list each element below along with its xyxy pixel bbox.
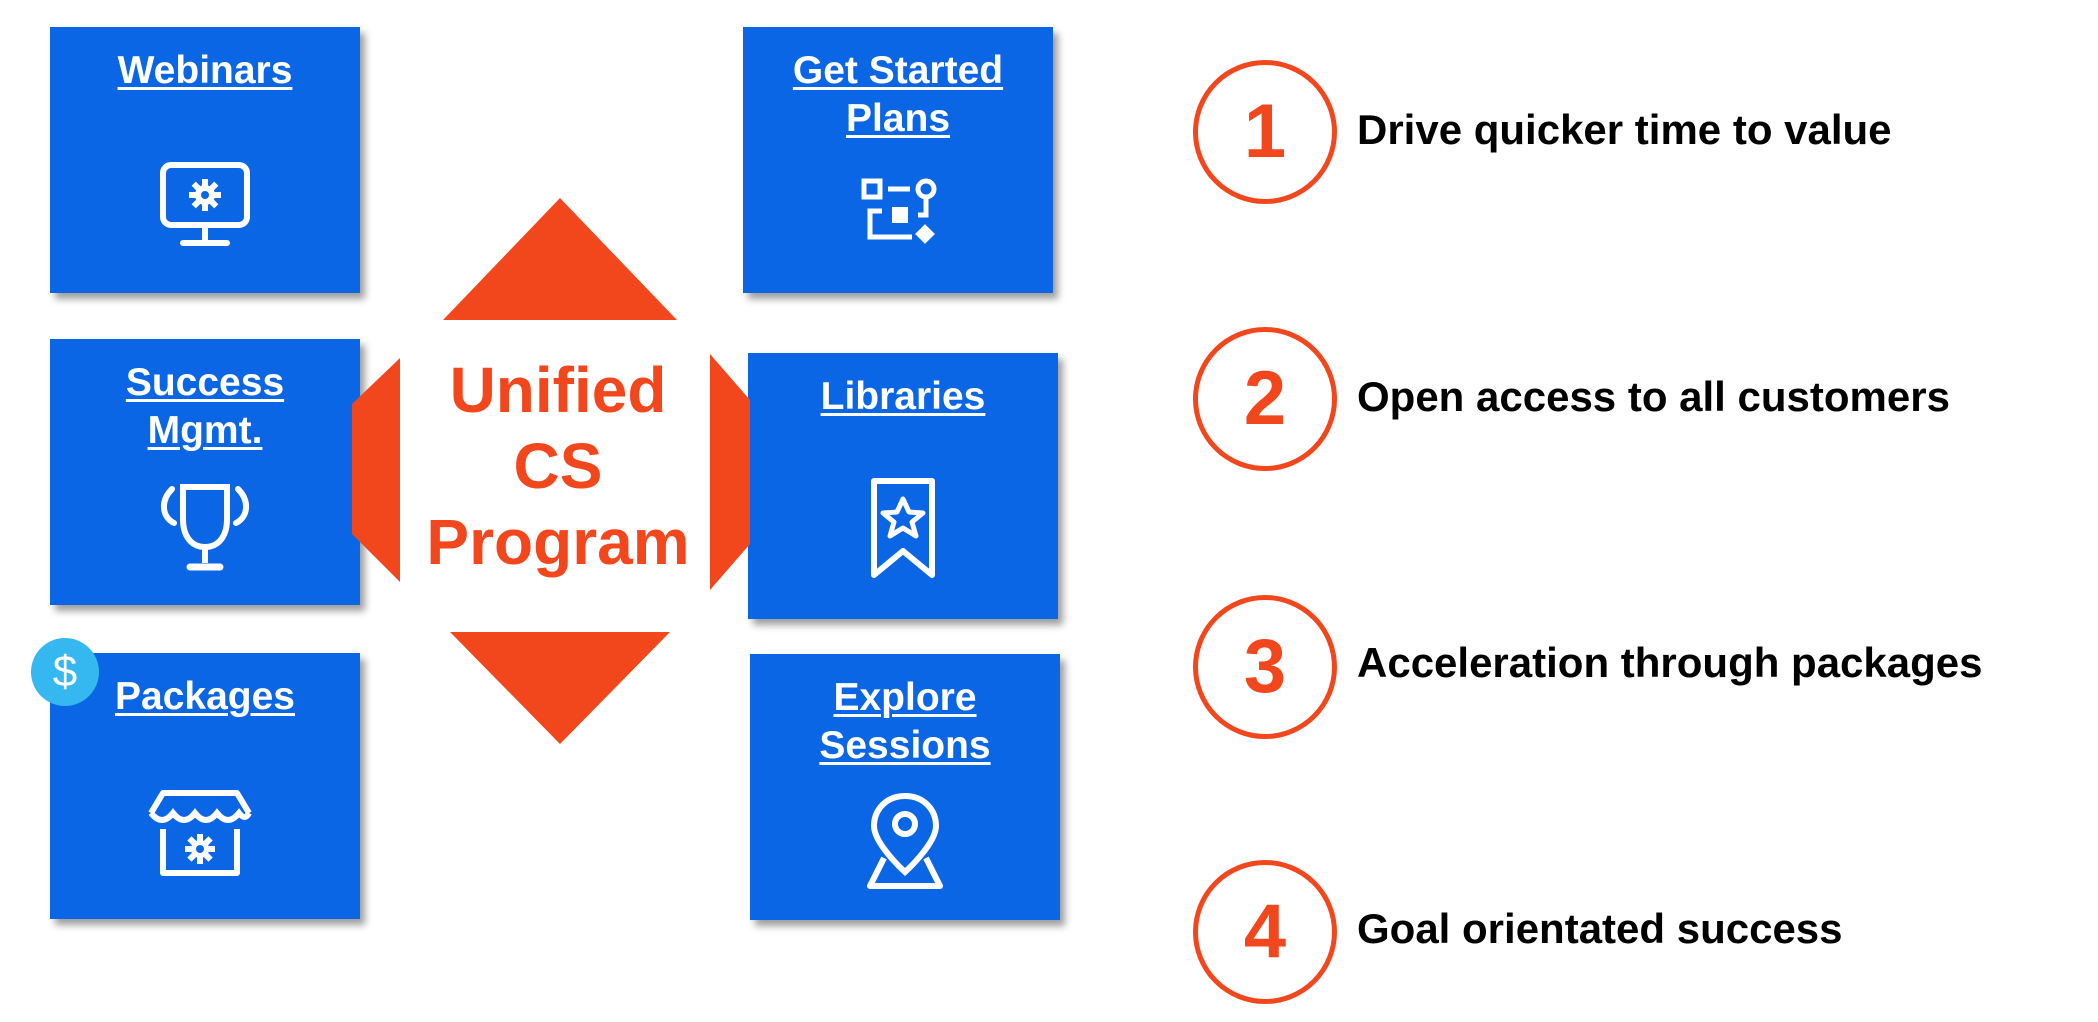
tile-label[interactable]: Webinars <box>117 49 293 92</box>
tile-label[interactable]: Success Mgmt. <box>125 361 285 452</box>
point-number-3: 3 <box>1193 595 1337 739</box>
point-number-4: 4 <box>1193 860 1337 1004</box>
tile-label[interactable]: Get Started Plans <box>792 49 1004 140</box>
storefront-gear-icon <box>148 790 252 876</box>
point-text-4: Goal orientated success <box>1357 905 1843 952</box>
tile-success-mgmt[interactable]: Success Mgmt. <box>50 339 360 605</box>
location-pin-icon <box>867 792 943 889</box>
point-text-1: Drive quicker time to value <box>1357 106 1892 153</box>
tile-label[interactable]: Explore Sessions <box>819 676 991 767</box>
point-number-1: 1 <box>1193 60 1337 204</box>
tile-libraries[interactable]: Libraries <box>748 353 1058 619</box>
arrow-down-icon <box>450 632 670 744</box>
arrow-left-icon <box>352 358 400 582</box>
tile-packages[interactable]: Packages <box>50 653 360 919</box>
arrow-up-icon <box>443 198 677 320</box>
price-badge: $ <box>31 638 99 706</box>
tile-webinars[interactable]: Webinars <box>50 27 360 293</box>
tile-get-started-plans[interactable]: Get Started Plans <box>743 27 1053 293</box>
workflow-icon <box>861 178 937 244</box>
tile-label[interactable]: Packages <box>115 675 295 718</box>
arrow-right-icon <box>710 354 750 590</box>
tile-label[interactable]: Libraries <box>820 375 986 418</box>
center-title: Unified CS Program <box>426 354 690 578</box>
tile-explore-sessions[interactable]: Explore Sessions <box>750 654 1060 920</box>
point-text-2: Open access to all customers <box>1357 373 1950 420</box>
bookmark-star-icon <box>871 478 935 578</box>
monitor-gear-icon <box>160 162 250 246</box>
point-text-3: Acceleration through packages <box>1357 639 1983 686</box>
trophy-icon <box>161 484 249 571</box>
point-number-2: 2 <box>1193 327 1337 471</box>
